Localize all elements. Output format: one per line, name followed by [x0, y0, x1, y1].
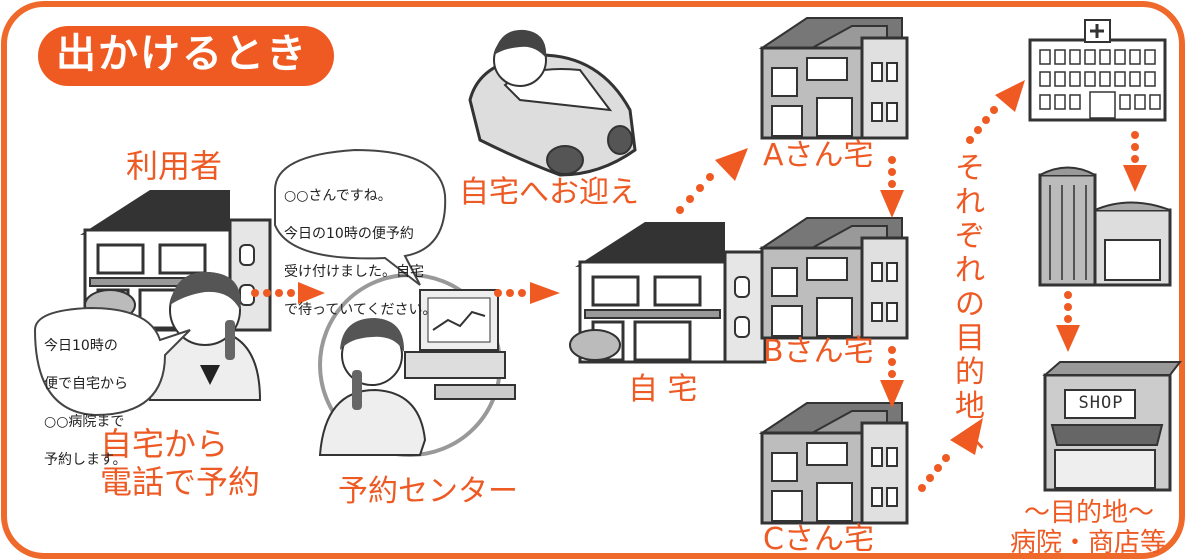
computer-icon — [404, 289, 516, 400]
operator-icon — [318, 318, 427, 456]
label-house-a: Aさん宅 — [763, 138, 874, 173]
arrow-hospital-to-mall — [1123, 131, 1147, 192]
woman-phone-icon — [148, 271, 262, 401]
user-bubble-line: ○○病院まで — [44, 414, 125, 430]
label-call-line1: 自宅から — [100, 425, 229, 463]
car-driver-icon — [468, 29, 637, 177]
arrow-to-hospital — [966, 80, 1025, 144]
center-bubble-line: 今日の10時の便予約 — [284, 226, 414, 242]
title-pill — [38, 26, 334, 86]
arrow-home-to-a — [676, 148, 748, 214]
shop-icon — [1042, 361, 1183, 492]
user-bubble-text: 今日10時の 便で自宅から ○○病院まで 予約します。 — [44, 318, 128, 489]
shopping-mall-icon — [1038, 166, 1172, 287]
bush-icon — [569, 329, 621, 361]
center-bubble-line: ○○さんですね。 — [284, 188, 392, 204]
label-destination-line2: 病院・商店等 — [1010, 528, 1167, 558]
house-a-icon — [760, 16, 909, 140]
label-pickup: 自宅へお迎え — [459, 175, 639, 210]
arrow-a-to-b — [880, 156, 904, 218]
label-call-line2: 電話で予約 — [100, 463, 261, 501]
arrow-b-to-c — [880, 346, 904, 408]
user-bubble-line: 予約します。 — [44, 452, 127, 468]
label-house-b: Bさん宅 — [763, 334, 874, 369]
hospital-icon — [1028, 19, 1167, 122]
center-bubble-text: ○○さんですね。 今日の10時の便予約 受け付けました。自宅 で待っていてくださ… — [284, 168, 436, 339]
label-each-destination: それぞれの目的地へ — [955, 151, 985, 458]
house-c-icon — [760, 401, 909, 525]
user-bubble-line: 便で自宅から — [44, 376, 128, 392]
user-speech-bubble — [33, 306, 191, 417]
house-b-icon — [760, 216, 909, 340]
user-bubble-line: 今日10時の — [44, 338, 118, 354]
label-home: 自 宅 — [628, 372, 698, 407]
label-destination-line1: 〜目的地〜 — [1024, 498, 1155, 528]
arrow-user-to-center — [251, 282, 325, 304]
label-user: 利用者 — [126, 147, 223, 185]
shop-sign: SHOP — [1078, 393, 1124, 413]
arrow-mall-to-shop — [1056, 291, 1080, 352]
center-bubble-line: 受け付けました。自宅 — [284, 264, 424, 280]
label-house-c: Cさん宅 — [763, 522, 874, 557]
center-bubble-line: で待っていてください。 — [284, 302, 437, 318]
label-center: 予約センター — [338, 474, 518, 509]
center-speech-bubble — [274, 148, 447, 286]
arrow-c-to-destination — [918, 418, 983, 492]
arrow-center-to-home — [494, 282, 560, 304]
page-title: 出かけるとき — [56, 31, 308, 77]
